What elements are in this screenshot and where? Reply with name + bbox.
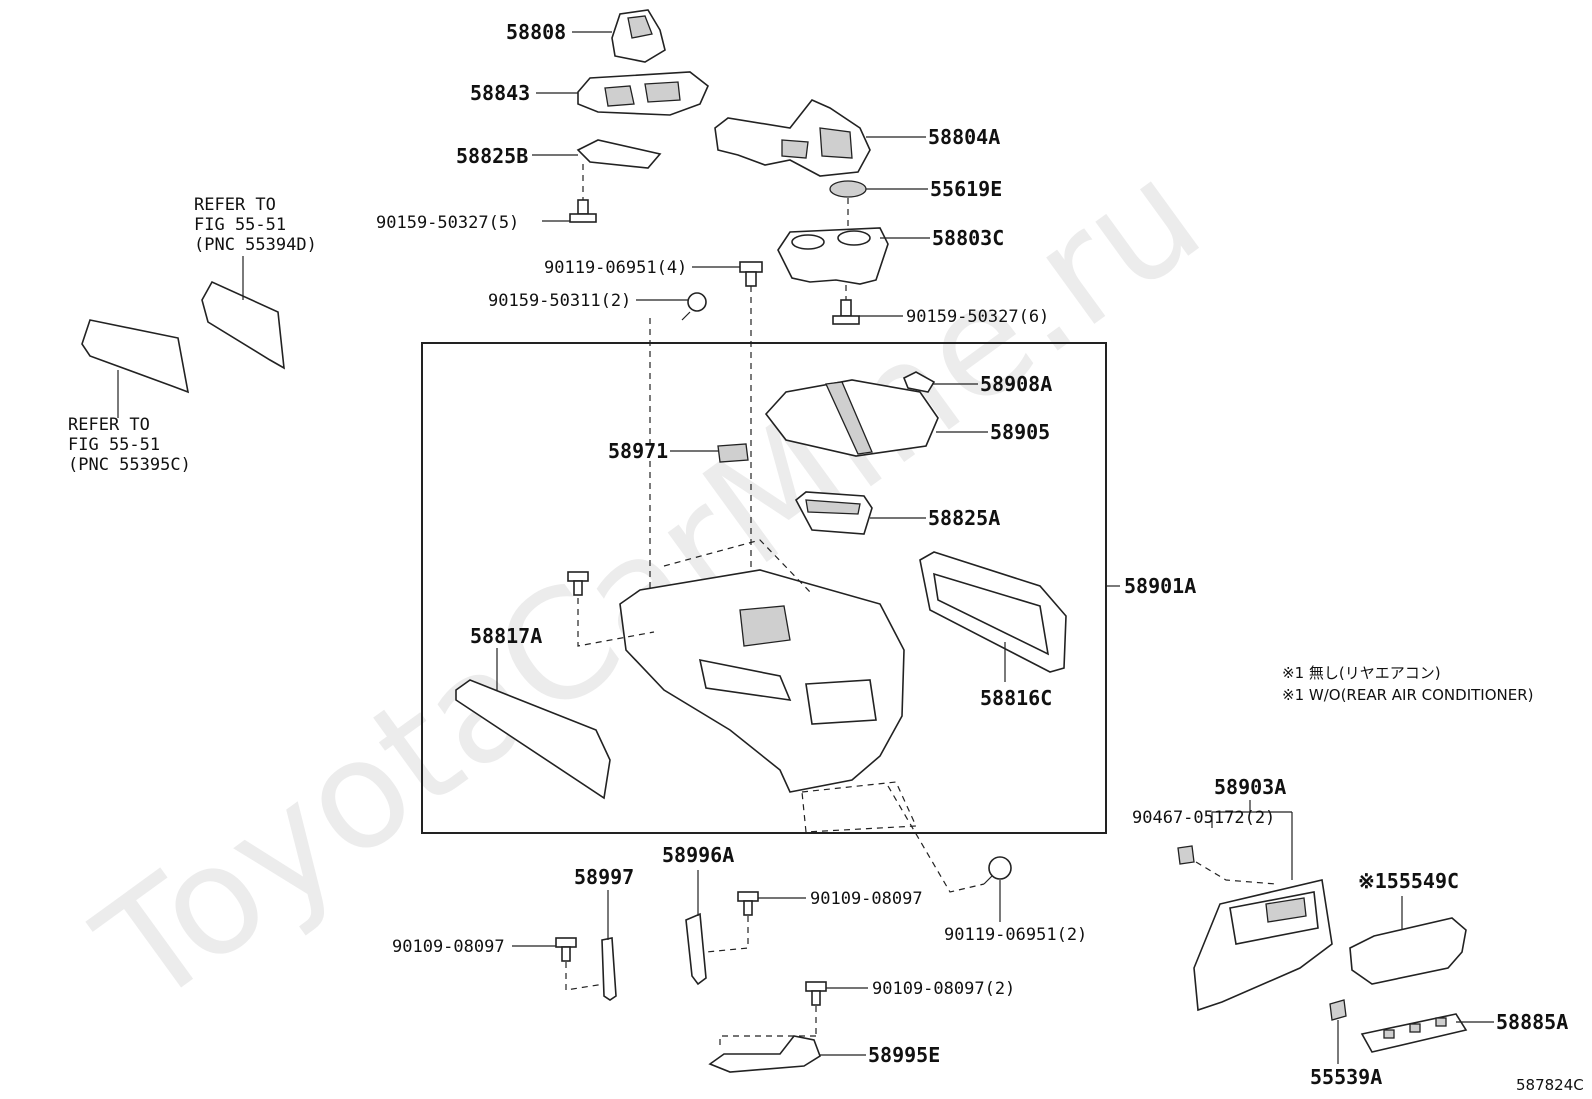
bolt-90119-06951-4-shape <box>739 261 763 287</box>
part-58808-shape <box>611 9 666 63</box>
bolt-90109-08097-left-shape <box>555 937 577 962</box>
ref-panel-55394D-shape <box>201 280 285 370</box>
ref1-line1: REFER TO <box>194 195 276 215</box>
part-58885A-shape <box>1360 1013 1468 1053</box>
dash-box-bottom <box>801 781 917 833</box>
ref2-line2: FIG 55-51 <box>68 435 160 455</box>
bolt-90119-06951-2-shape <box>983 856 1012 885</box>
part-58804A-shape <box>714 99 871 177</box>
label-58971: 58971 <box>608 439 668 463</box>
label-58817A: 58817A <box>470 624 542 648</box>
part-58817A-shape <box>455 679 611 800</box>
ref2-line1: REFER TO <box>68 415 150 435</box>
bolt-inner-shape <box>567 571 589 596</box>
bolt-90159-50327-5-shape <box>569 199 597 223</box>
label-58908A: 58908A <box>980 372 1052 396</box>
dash-inner-bolt <box>577 598 655 647</box>
part-58995E-shape <box>708 1035 821 1073</box>
bolt-90109-08097-right-shape <box>737 891 759 916</box>
label-58843: 58843 <box>470 81 530 105</box>
label-58997: 58997 <box>574 865 634 889</box>
label-90109-08097-right: 90109-08097 <box>810 889 923 909</box>
part-58816C-shape <box>919 551 1067 673</box>
label-58804A: 58804A <box>928 125 1000 149</box>
bolt-90159-50327-6-shape <box>832 299 860 325</box>
label-58903A: 58903A <box>1214 775 1286 799</box>
part-58905-shape <box>764 379 939 457</box>
part-55619E-shape <box>829 180 867 198</box>
label-58816C: 58816C <box>980 686 1052 710</box>
assembly-frame <box>421 342 1107 834</box>
label-90119-06951-2: 90119-06951(2) <box>944 925 1087 945</box>
label-55619E: 55619E <box>930 177 1002 201</box>
leader-58903A <box>1212 800 1293 880</box>
label-90159-50311-2: 90159-50311(2) <box>488 291 631 311</box>
ref1-line2: FIG 55-51 <box>194 215 286 235</box>
part-58843-shape <box>577 71 709 116</box>
clip-90467-05172-shape <box>1177 845 1195 865</box>
part-58971-shape <box>717 443 749 463</box>
label-58885A: 58885A <box>1496 1010 1568 1034</box>
label-58996A: 58996A <box>662 843 734 867</box>
dash-58995E <box>719 1006 817 1050</box>
part-58803C-shape <box>777 227 889 285</box>
bolt-90159-50311-2-shape <box>681 292 707 321</box>
label-58905: 58905 <box>990 420 1050 444</box>
part-58908A-shape <box>902 371 936 393</box>
label-90119-06951-4: 90119-06951(4) <box>544 258 687 278</box>
label-58825B: 58825B <box>456 144 528 168</box>
label-90159-50327-5: 90159-50327(5) <box>376 213 519 233</box>
dash-58997 <box>565 962 605 991</box>
part-155549C-shape <box>1349 917 1467 985</box>
label-90467-05172-2: 90467-05172(2) <box>1132 808 1275 828</box>
label-58995E: 58995E <box>868 1043 940 1067</box>
label-58803C: 58803C <box>932 226 1004 250</box>
label-58825A: 58825A <box>928 506 1000 530</box>
label-55539A: 55539A <box>1310 1065 1382 1089</box>
dash-58996A <box>705 916 749 953</box>
note-line-1: ※1 無し(リヤエアコン) <box>1282 664 1441 682</box>
bolt-90109-08097-2-shape <box>805 981 827 1006</box>
label-58808: 58808 <box>506 20 566 44</box>
label-90109-08097-2: 90109-08097(2) <box>872 979 1015 999</box>
label-58901A: 58901A <box>1124 574 1196 598</box>
part-58825B-shape <box>576 139 662 169</box>
ref1-line3: (PNC 55394D) <box>194 235 317 255</box>
part-58903A-shape <box>1193 879 1333 1012</box>
part-58825A-shape <box>794 491 873 535</box>
part-58996A-shape <box>685 912 707 986</box>
dash-90467 <box>1195 861 1277 885</box>
label-155549C: ※155549C <box>1358 869 1459 893</box>
ref2-line3: (PNC 55395C) <box>68 455 191 475</box>
part-58997-shape <box>601 937 617 1001</box>
dash-bolt-06951-2 <box>887 785 985 893</box>
part-55539A-shape <box>1329 999 1347 1021</box>
ref-panel-55395C-shape <box>81 319 190 394</box>
figure-id: 587824C <box>1516 1076 1584 1094</box>
note-line-2: ※1 W/O(REAR AIR CONDITIONER) <box>1282 686 1534 704</box>
part-58901A-shape <box>619 569 905 793</box>
label-90109-08097-left: 90109-08097 <box>392 937 505 957</box>
dash-box-top <box>663 539 813 595</box>
label-90159-50327-6: 90159-50327(6) <box>906 307 1049 327</box>
